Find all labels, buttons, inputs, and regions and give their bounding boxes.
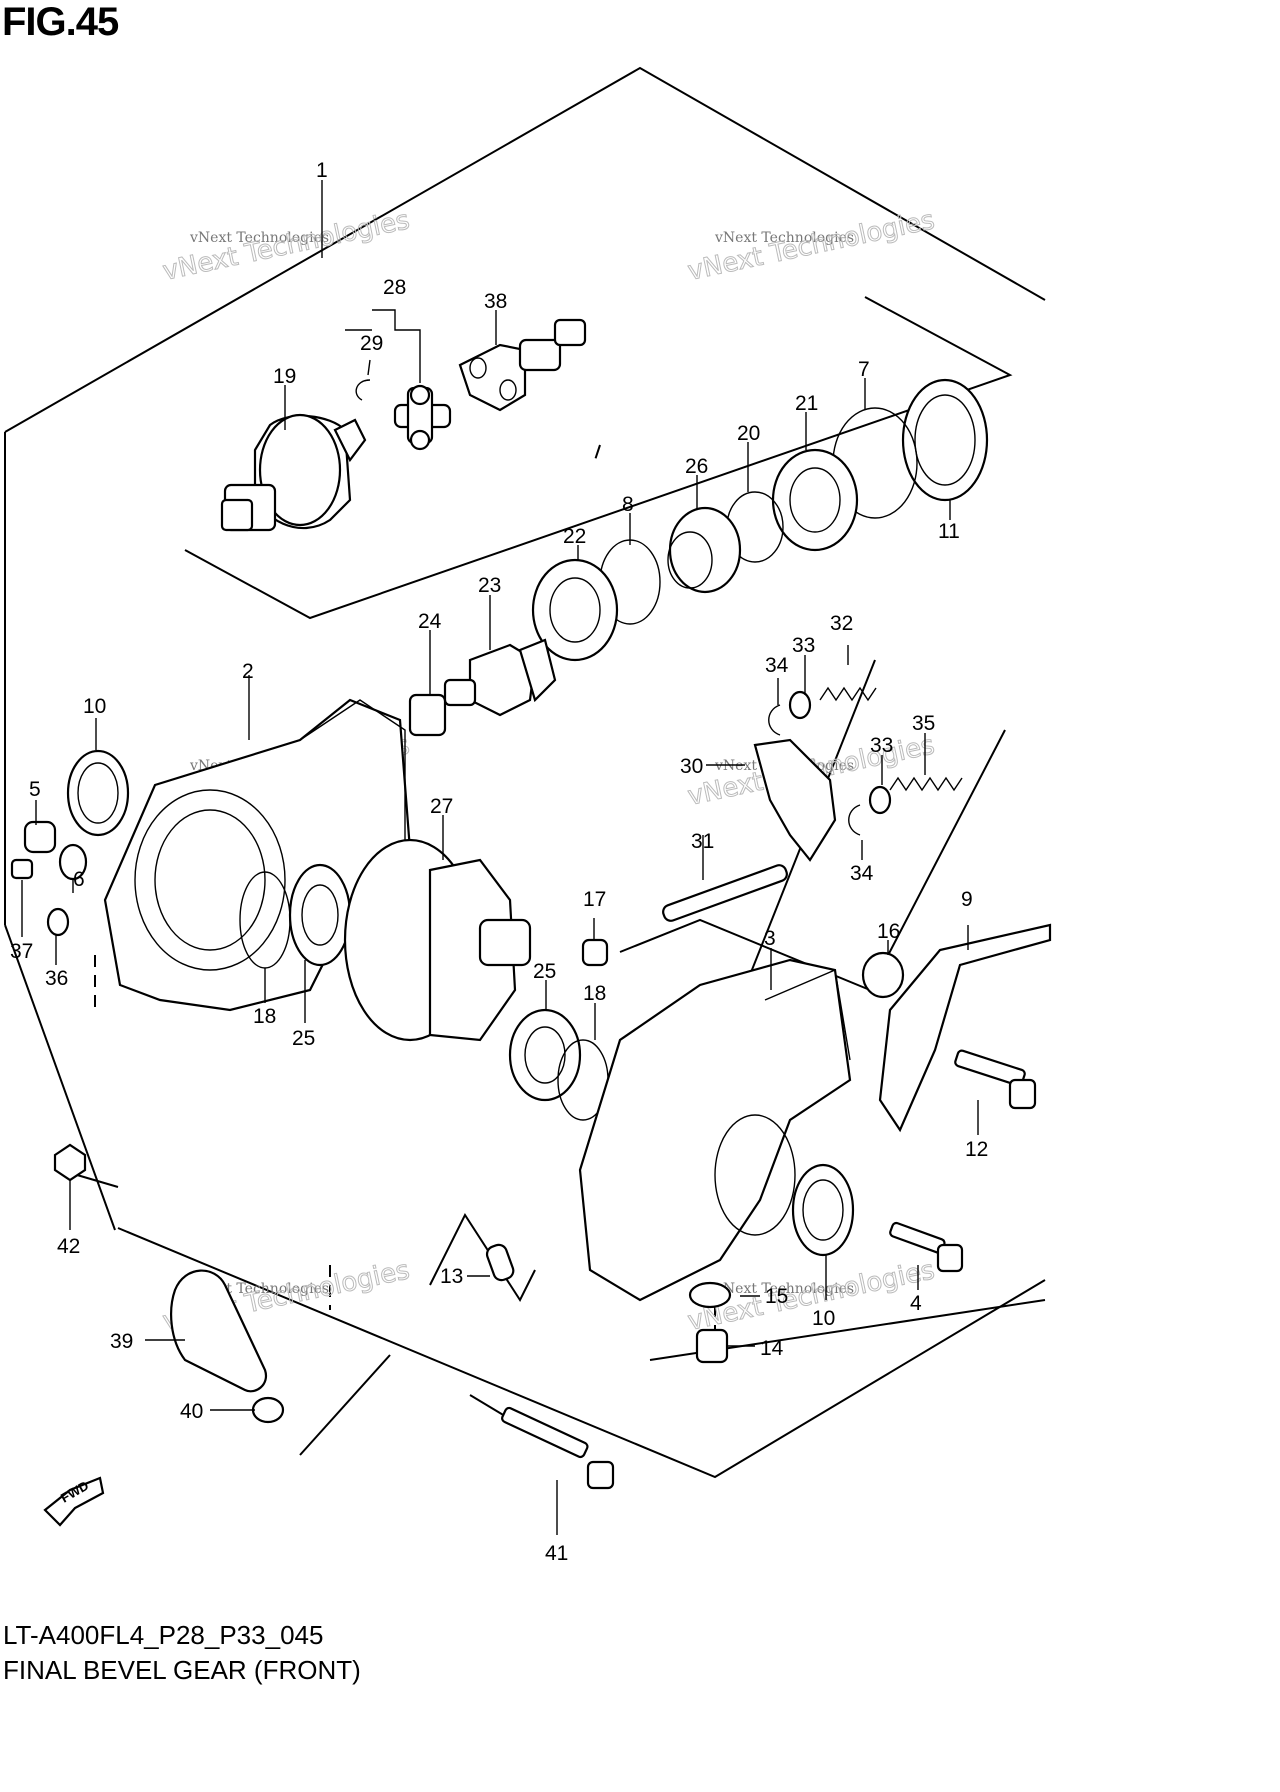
gear-case-3 — [578, 958, 852, 1302]
watermark-text: vNext Technologies — [714, 230, 854, 246]
callout-22: 22 — [563, 525, 586, 548]
leader-lines — [21, 180, 979, 1535]
needle-bearing-24 — [408, 693, 447, 737]
callout-17: 17 — [583, 888, 606, 911]
spring-35 — [889, 776, 963, 792]
callout-18-right: 18 — [583, 982, 606, 1005]
callout-38: 38 — [484, 290, 507, 313]
washer-15 — [688, 1281, 732, 1309]
callout-29: 29 — [360, 332, 383, 355]
dowel-pin-17 — [581, 938, 609, 967]
bracket-9 — [878, 923, 1052, 1133]
figure-title: FIG.45 — [2, 0, 119, 44]
washer-33-upper — [788, 690, 812, 720]
oil-seal-11 — [901, 378, 989, 502]
bolt-12 — [954, 1049, 1037, 1110]
bolt-41 — [501, 1406, 615, 1490]
callout-20: 20 — [737, 422, 760, 445]
bearing-25-left — [288, 863, 352, 967]
callout-3: 3 — [764, 927, 776, 950]
callout-30: 30 — [680, 755, 703, 778]
drive-pinion-23 — [443, 638, 557, 717]
watermark-text: vNext Technologies — [714, 1281, 854, 1297]
circlip-29 — [355, 379, 371, 401]
callout-7: 7 — [858, 358, 870, 381]
bearing-21 — [771, 448, 859, 552]
shift-fork-30 — [753, 738, 837, 862]
watermark-text: vNext Technologies — [160, 205, 412, 287]
callout-36: 36 — [45, 967, 68, 990]
callout-15: 15 — [765, 1285, 788, 1308]
clip-34-lower — [848, 804, 861, 836]
callout-41: 41 — [545, 1542, 568, 1565]
watermark-text: vNext Technologies — [189, 230, 329, 246]
callout-25-right: 25 — [533, 960, 556, 983]
drive-flange-19 — [220, 413, 367, 532]
bearing-25-right — [508, 1008, 582, 1102]
callout-28: 28 — [383, 276, 406, 299]
differential-27 — [343, 838, 532, 1042]
yoke-shaft-38 — [458, 318, 587, 412]
callout-11: 11 — [938, 520, 960, 543]
callout-4: 4 — [910, 1292, 922, 1315]
callout-27: 27 — [430, 795, 453, 818]
bolt-37 — [10, 858, 34, 880]
callout-16: 16 — [877, 920, 900, 943]
boot-39 — [170, 1269, 268, 1393]
diagram-code: LT-A400FL4_P28_P33_045 — [3, 1620, 324, 1650]
callout-35: 35 — [912, 712, 935, 735]
shift-shaft-31 — [662, 864, 788, 922]
oil-seal-10-right — [791, 1163, 855, 1257]
spring-32 — [819, 686, 877, 702]
callout-34-upper: 34 — [765, 654, 789, 677]
watermark-text: vNext Technologies — [685, 205, 937, 287]
callout-12: 12 — [965, 1138, 988, 1161]
clamp-40 — [251, 1396, 285, 1424]
diagram-name: FINAL BEVEL GEAR (FRONT) — [3, 1655, 361, 1685]
callout-42: 42 — [57, 1235, 80, 1258]
callout-8: 8 — [622, 493, 634, 516]
callout-26: 26 — [685, 455, 708, 478]
callout-1: 1 — [316, 159, 328, 182]
callout-31: 31 — [691, 830, 714, 853]
plug-5 — [23, 820, 57, 854]
callout-34-lower: 34 — [850, 862, 874, 885]
callout-37: 37 — [10, 940, 33, 963]
callout-6: 6 — [73, 868, 85, 891]
callout-10-left: 10 — [83, 695, 106, 718]
callout-32: 32 — [830, 612, 853, 635]
washer-33-lower — [868, 785, 892, 815]
clip-34-upper — [768, 704, 781, 736]
callout-9: 9 — [961, 888, 973, 911]
nut-42 — [53, 1143, 87, 1182]
callout-2: 2 — [242, 660, 254, 683]
callout-10-right: 10 — [812, 1307, 835, 1330]
callout-33-upper: 33 — [792, 634, 815, 657]
callout-23: 23 — [478, 574, 501, 597]
callout-13: 13 — [440, 1265, 463, 1288]
universal-joint-28 — [393, 384, 452, 451]
callout-labels: 1 2 3 4 5 6 7 8 9 10 10 11 12 13 14 15 1… — [10, 159, 988, 1565]
bolt-4 — [889, 1221, 964, 1273]
callout-25-left: 25 — [292, 1027, 315, 1050]
sleeve-26 — [667, 506, 742, 594]
bearing-22 — [531, 558, 619, 662]
oil-seal-10 — [66, 749, 130, 837]
callout-40: 40 — [180, 1400, 203, 1423]
callout-5: 5 — [29, 778, 41, 801]
washer-36 — [46, 907, 70, 937]
callout-33-lower: 33 — [870, 734, 893, 757]
callout-18-left: 18 — [253, 1005, 276, 1028]
plug-14 — [695, 1328, 729, 1364]
forward-direction-arrow: FWD — [43, 1476, 105, 1527]
collar-16 — [861, 951, 905, 999]
callout-21: 21 — [795, 392, 818, 415]
callout-14: 14 — [760, 1337, 784, 1360]
pin-13 — [485, 1243, 515, 1282]
callout-24: 24 — [418, 610, 442, 633]
callout-19: 19 — [273, 365, 296, 388]
callout-39: 39 — [110, 1330, 133, 1353]
